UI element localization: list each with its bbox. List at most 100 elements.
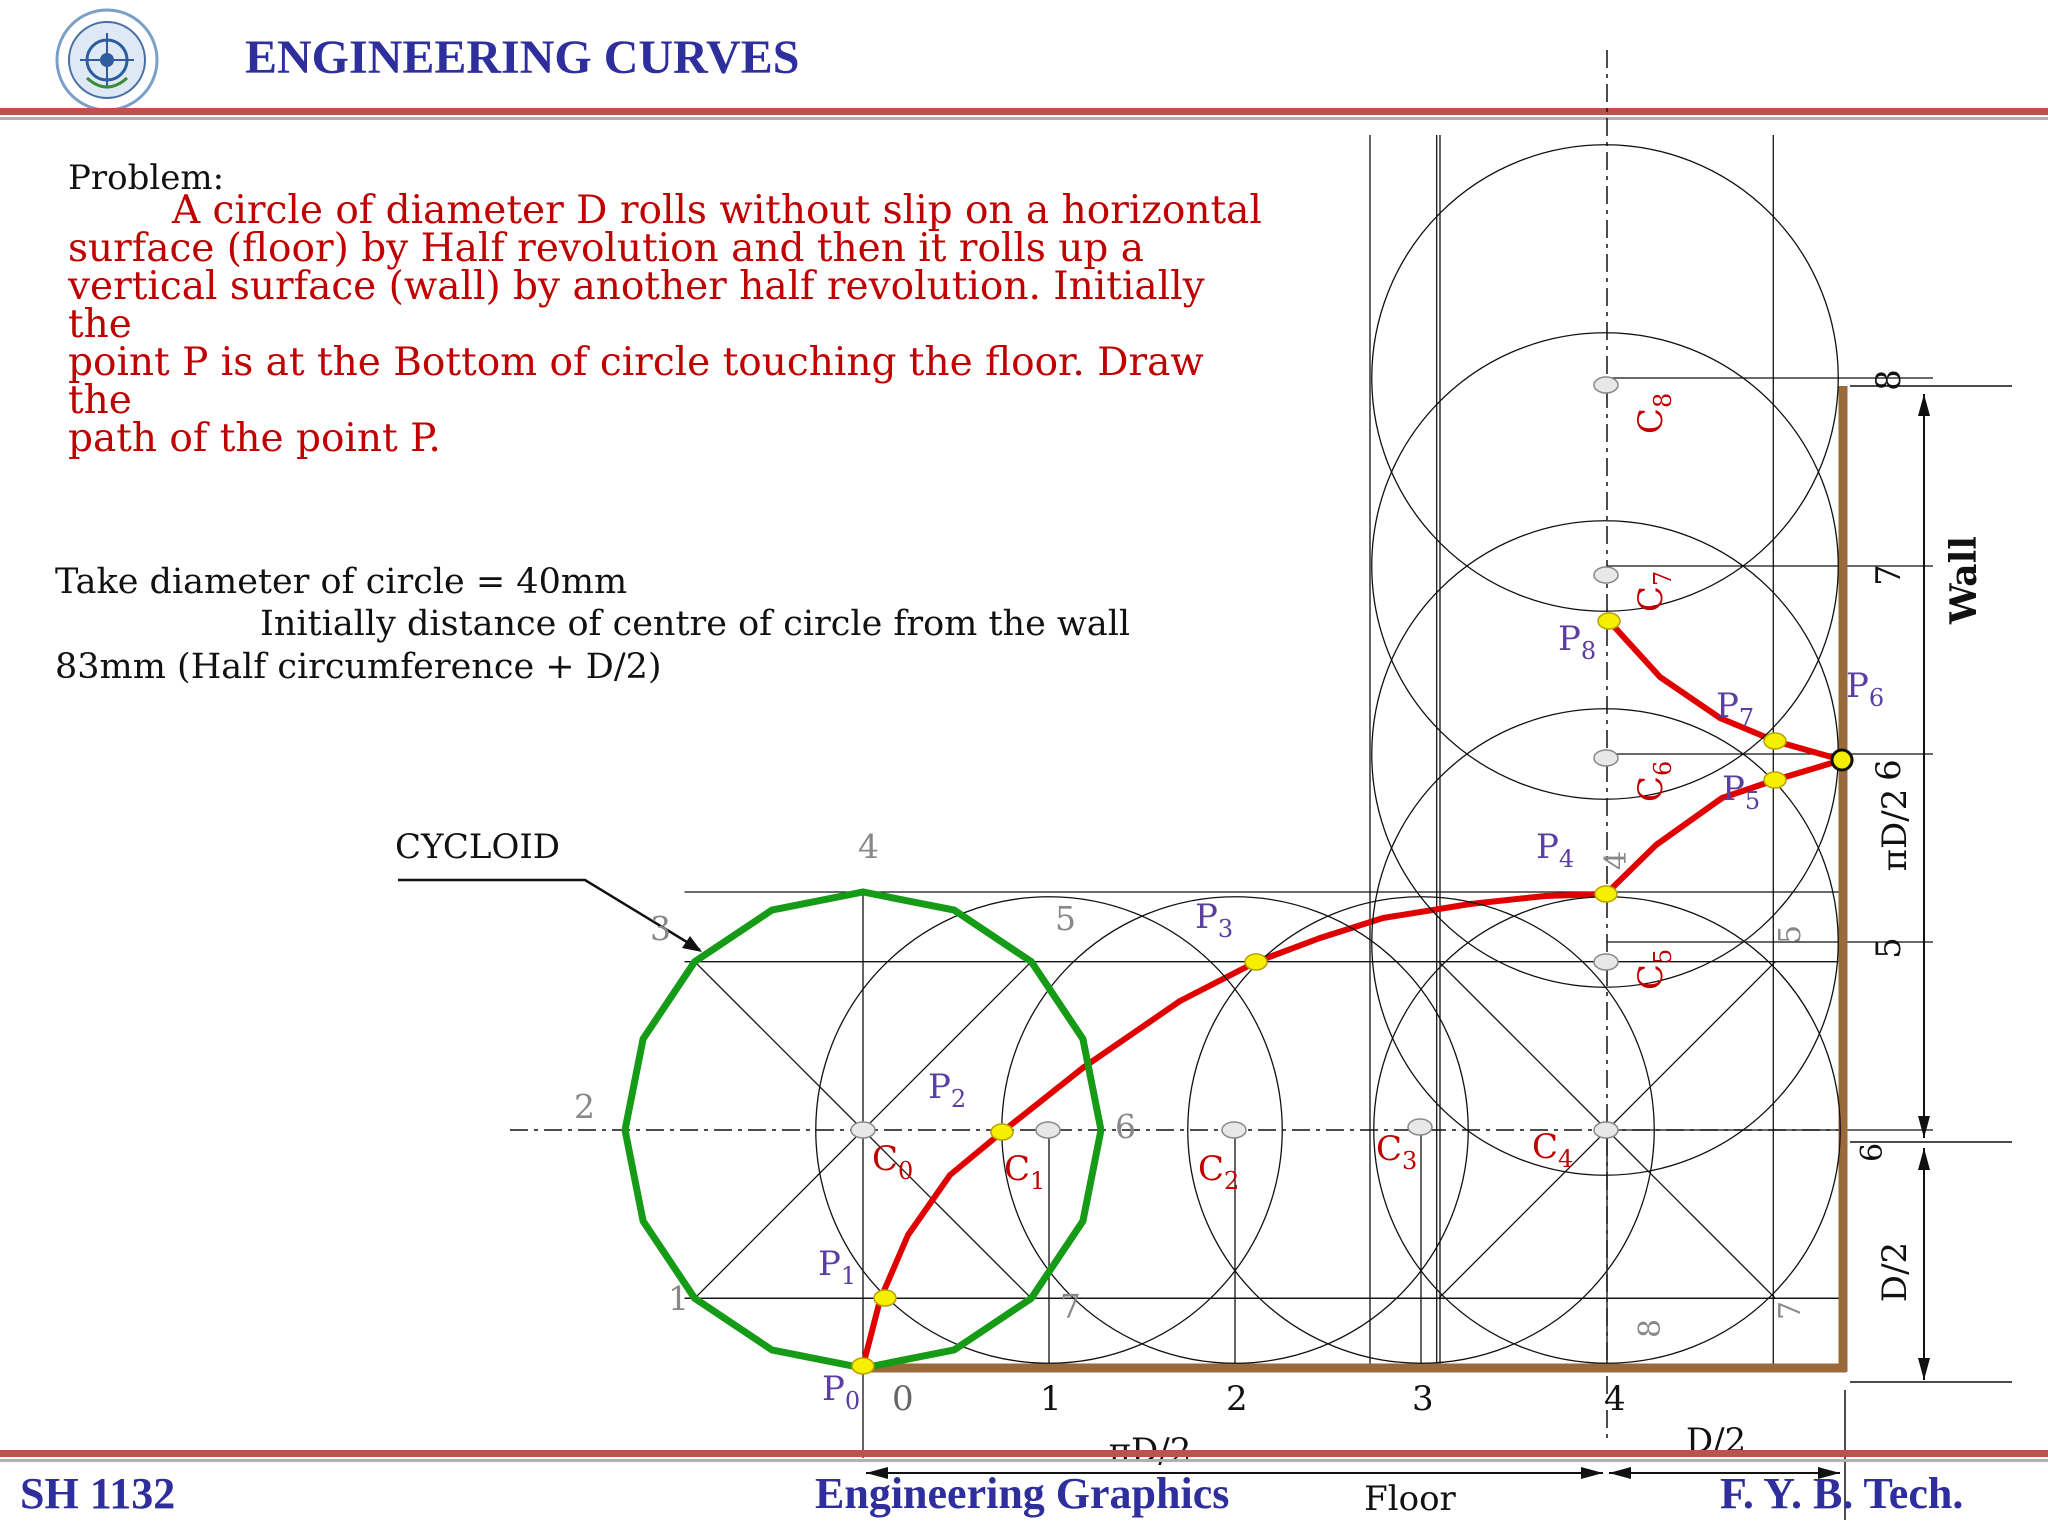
centre-label: C8 [1631, 393, 1677, 434]
institute-seal-icon [55, 8, 159, 112]
problem-line-5: path of the point P. [68, 416, 441, 461]
cycloid-leader [398, 878, 701, 952]
centre-label: C0 [872, 1139, 913, 1185]
centre-marker [1221, 1121, 1247, 1139]
floor-tick-label: 2 [1226, 1379, 1248, 1419]
problem-line-1: A circle of diameter D rolls without sli… [172, 188, 1262, 233]
wall-tick-label: 6 [1869, 759, 1909, 781]
point-label: P2 [928, 1067, 966, 1113]
cycloid-path [860, 618, 1845, 1367]
division-label: 5 [1055, 899, 1076, 938]
centre-marker [1593, 749, 1619, 767]
wall-division-label: 7 [1773, 1301, 1808, 1320]
problem-statement: A circle of diameter D rolls without sli… [68, 188, 1268, 461]
dim-wall-low-label: D/2 [1875, 1242, 1915, 1302]
centre-label: C5 [1631, 949, 1677, 990]
dim-arrow [866, 1467, 888, 1479]
dim-arrow [1918, 1116, 1930, 1138]
division-label: 3 [650, 909, 671, 948]
point-label: P1 [818, 1244, 856, 1290]
point-label: P6 [1846, 666, 1884, 712]
wall-tick-label: 7 [1869, 564, 1909, 586]
point-marker [1594, 885, 1618, 903]
point-marker [1763, 771, 1787, 789]
centre-marker [1593, 953, 1619, 971]
problem-heading: Problem: [68, 158, 225, 198]
marker-layer [850, 376, 1854, 1375]
guide-lines [860, 386, 1848, 1373]
division-label: 7 [1060, 1287, 1081, 1326]
wall-division-label: 5 [1773, 925, 1808, 944]
problem-line-2: surface (floor) by Half revolution and t… [68, 226, 1145, 271]
point-marker [851, 1357, 875, 1375]
footer-rule [0, 1450, 2048, 1457]
wall-tick-label: 8 [1869, 369, 1909, 391]
dim-arrow [1581, 1467, 1603, 1479]
centre-label: C7 [1631, 571, 1677, 612]
dim-arrow [1918, 1358, 1930, 1380]
header-rule-shadow [0, 117, 2048, 120]
given-distance: Initially distance of centre of circle f… [260, 604, 1131, 644]
initial-circle [621, 888, 1105, 1372]
floor-tick-label: 3 [1412, 1379, 1434, 1419]
problem-line-3: vertical surface (wall) by another half … [68, 264, 1205, 347]
floor-label: Floor [1364, 1479, 1456, 1519]
point-label: P3 [1195, 897, 1233, 943]
point-marker [1763, 732, 1787, 750]
centre-marker [1035, 1121, 1061, 1139]
point-label: P7 [1716, 686, 1754, 732]
point-label: P4 [1536, 827, 1574, 873]
cycloid-label: CYCLOID [395, 827, 560, 867]
dim-arrow [1609, 1467, 1631, 1479]
dim-arrow [1918, 1148, 1930, 1170]
centre-marker [1593, 376, 1619, 394]
wall-contact-marker [1830, 748, 1854, 772]
division-label: 2 [574, 1087, 595, 1126]
floor-tick-label: 1 [1040, 1379, 1062, 1419]
page-title: ENGINEERING CURVES [245, 31, 800, 84]
dim-arrow [1818, 1467, 1840, 1479]
point-marker [873, 1289, 897, 1307]
point-marker [1597, 612, 1621, 630]
centre-marker [1593, 566, 1619, 584]
dim-wall-high-label: πD/2 [1875, 789, 1915, 872]
floor-tick-label: 4 [1604, 1379, 1626, 1419]
rolling-circle-wall [1371, 332, 1839, 800]
dim-arrow [1918, 394, 1930, 416]
point-marker [1244, 953, 1268, 971]
division-label: 1 [668, 1279, 689, 1318]
point-label: P8 [1558, 619, 1596, 665]
wall-division-label: 8 [1633, 1319, 1668, 1338]
centre-label: C4 [1532, 1127, 1573, 1173]
header-rule [0, 108, 2048, 115]
footer-class: F. Y. B. Tech. [1720, 1469, 1964, 1518]
rolling-circle-floor [815, 896, 1283, 1364]
given-distance-value: 83mm (Half circumference + D/2) [55, 647, 662, 687]
wall-division-label: 6 [1855, 1143, 1890, 1162]
wall-tick-label: 5 [1869, 937, 1909, 959]
rolling-circle-wall [1371, 708, 1839, 1176]
floor-tick-label: 0 [892, 1379, 914, 1419]
problem-line-4: point P is at the Bottom of circle touch… [68, 340, 1204, 423]
division-label: 4 [858, 827, 879, 866]
centre-label: C6 [1631, 761, 1677, 802]
centre-marker [850, 1121, 876, 1139]
wall-division-label: 4 [1599, 851, 1634, 870]
rolling-circle-wall [1371, 144, 1839, 612]
centre-label: C2 [1198, 1149, 1239, 1195]
point-label: P5 [1722, 769, 1760, 815]
centre-label: C1 [1004, 1149, 1045, 1195]
footer-course-code: SH 1132 [20, 1469, 176, 1518]
cycloid-leader-arrow [682, 936, 702, 952]
division-label: 6 [1115, 1107, 1136, 1146]
point-label: P0 [822, 1369, 860, 1415]
centre-label: C3 [1376, 1129, 1417, 1175]
given-diameter: Take diameter of circle = 40mm [55, 562, 628, 602]
centre-marker [1593, 1121, 1619, 1139]
footer-course-title: Engineering Graphics [815, 1469, 1230, 1518]
footer-rule-shadow [0, 1459, 2048, 1462]
point-marker [990, 1123, 1014, 1141]
